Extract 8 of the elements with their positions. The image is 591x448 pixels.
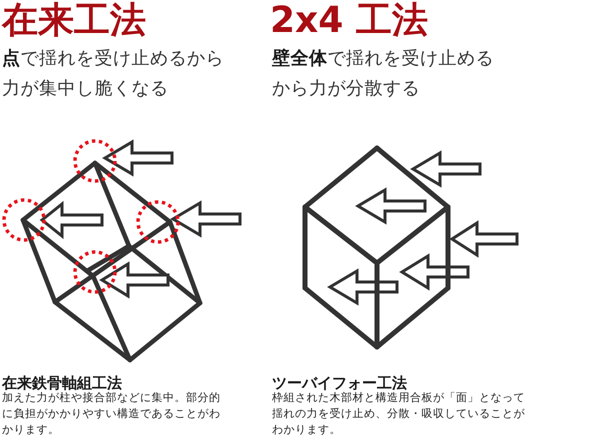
description: 加えた力が柱や接合部などに集中。部分的に負担がかかりやすい構造であることがわかります。 [2,390,222,438]
section-heading: 在来鉄骨軸組工法 [2,374,122,392]
subtitle: 壁全体で揺れを受け止めるから力が分散する [272,47,495,101]
heading: 在来工法 [2,1,146,41]
subtitle: 点で揺れを受け止めるから力が集中し脆くなる [2,47,225,101]
section-heading: ツーバイフォー工法 [272,374,407,392]
description: 枠組された木部材と構造用合板が「面」となって揺れの力を受け止め、分散・吸収していることがわかります。 [272,390,526,438]
heading: 2x4 工法 [270,1,428,41]
